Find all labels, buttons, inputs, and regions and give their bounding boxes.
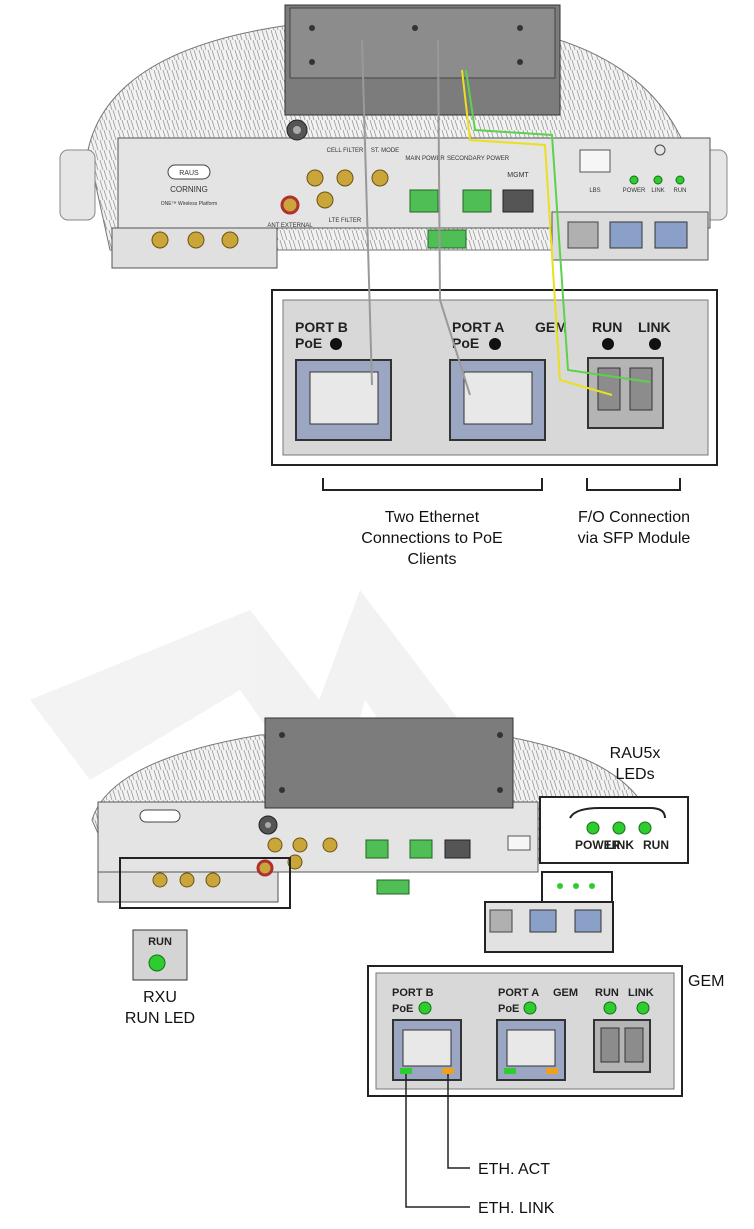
top-platform-label: ONE™ Wireless Platform: [161, 201, 217, 207]
top-lbs-port: [579, 149, 611, 173]
eth-act-label: ETH. ACT: [478, 1161, 550, 1178]
top-status-leds: [629, 175, 685, 185]
top-mgmt-label: MGMT: [507, 172, 529, 179]
bottom-gem-link: LINK: [628, 987, 654, 999]
rau-power-led: [586, 821, 600, 835]
rau-run-label: RUN: [643, 838, 669, 852]
top-gem-port-b: PORT B: [295, 319, 348, 335]
top-link-label: LINK: [651, 188, 664, 194]
top-secondary-power-terminal: [462, 189, 492, 213]
rxu-title-1: RXU: [143, 989, 177, 1006]
top-gem-port-a: PORT A: [452, 319, 504, 335]
bottom-gem-gem: GEM: [553, 987, 578, 999]
rxu-run-led: [148, 954, 166, 972]
top-power-label: POWER: [623, 188, 646, 194]
bottom-gem-poe-a: PoE: [498, 1003, 519, 1015]
top-eth-caption-3: Clients: [408, 551, 457, 568]
bottom-unit: RAU5x LEDs POWER LINK RUN RUN RXU RUN LE…: [91, 717, 724, 1217]
top-sma-connectors: [151, 169, 389, 249]
bottom-bracket: [264, 717, 514, 809]
top-lbs-label: LBS: [589, 188, 600, 194]
top-ant-external-label: ANT EXTERNAL: [267, 223, 313, 229]
top-eth-caption-1: Two Ethernet: [385, 509, 480, 526]
eth-link-led: [400, 1068, 412, 1074]
bottom-gem-title: GEM: [688, 973, 724, 990]
top-gem-poe-a: PoE: [452, 335, 479, 351]
eth-act-led: [442, 1068, 454, 1074]
bottom-gem-poe-b: PoE: [392, 1003, 413, 1015]
bottom-gem-port-a: PORT A: [498, 987, 539, 999]
top-main-power-label: MAIN POWER: [405, 156, 445, 162]
top-gem-poe-b: PoE: [295, 335, 322, 351]
rau-link-label: LINK: [606, 838, 634, 852]
top-unit: RAUS CORNING ONE™ Wireless Platform CELL…: [59, 4, 728, 568]
rau-power-label: POWER: [575, 838, 621, 852]
rxu-led-box: [132, 929, 188, 981]
top-gem-run: RUN: [592, 319, 622, 335]
eth-link-label: ETH. LINK: [478, 1200, 555, 1217]
rau-run-led: [638, 821, 652, 835]
top-gem-link: LINK: [638, 319, 671, 335]
top-corning-label: CORNING: [170, 185, 208, 194]
top-fo-caption-1: F/O Connection: [578, 509, 690, 526]
top-mgmt-port: [502, 189, 534, 213]
top-main-power-terminal: [409, 189, 439, 213]
eth-link-leader: [405, 1074, 470, 1208]
top-lte-filter-label: LTE FILTER: [329, 218, 362, 224]
eth-act-leader: [447, 1074, 470, 1169]
rxu-title-2: RUN LED: [125, 1010, 195, 1027]
rau-leds-title-1: RAU5x: [610, 745, 661, 762]
rau-link-led: [612, 821, 626, 835]
top-cell-filter-label: CELL FILTER: [327, 148, 364, 154]
top-secondary-power-label: SECONDARY POWER: [447, 156, 510, 162]
bottom-sma-connectors: [152, 837, 338, 888]
top-fo-bracket: [586, 478, 681, 491]
bottom-gem-port-b: PORT B: [392, 987, 434, 999]
rau-leds-title-2: LEDs: [615, 766, 654, 783]
bottom-gem-run: RUN: [595, 987, 619, 999]
top-fo-caption-2: via SFP Module: [578, 530, 691, 547]
top-raus-label: RAUS: [179, 170, 199, 177]
top-ethernet-cable-b: [361, 39, 373, 386]
top-eth-caption-2: Connections to PoE: [361, 530, 502, 547]
top-eth-bracket: [322, 478, 543, 491]
top-gem-gem: GEM: [535, 319, 567, 335]
rxu-run-label: RUN: [148, 936, 172, 948]
top-fiber-cable-green: [465, 69, 651, 383]
top-run-label: RUN: [674, 188, 687, 194]
top-ethernet-cable-a: [437, 39, 471, 396]
top-st-mode-label: ST. MODE: [371, 148, 399, 154]
top-fiber-cable-yellow: [461, 69, 613, 396]
